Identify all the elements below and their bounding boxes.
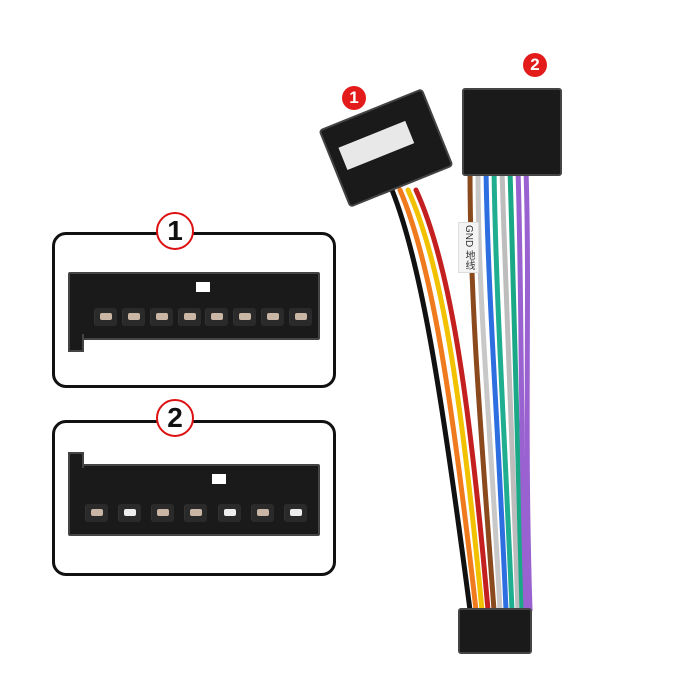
panel-number-1: 1 [156,212,194,250]
connector-2-tab [68,452,84,468]
connector-1-face [68,272,320,340]
connector-1-tab [68,334,84,352]
panel-number-2: 2 [156,399,194,437]
wire-label-gnd: GND 地线 [458,222,479,273]
connector-2-face [68,464,320,536]
photo-badge-1: 1 [342,86,366,110]
photo-badge-2: 2 [523,53,547,77]
photo-connector-2 [462,88,562,176]
bottom-connector [458,608,532,654]
connector-1-pins [92,308,314,326]
connector-2-pins [80,504,312,522]
